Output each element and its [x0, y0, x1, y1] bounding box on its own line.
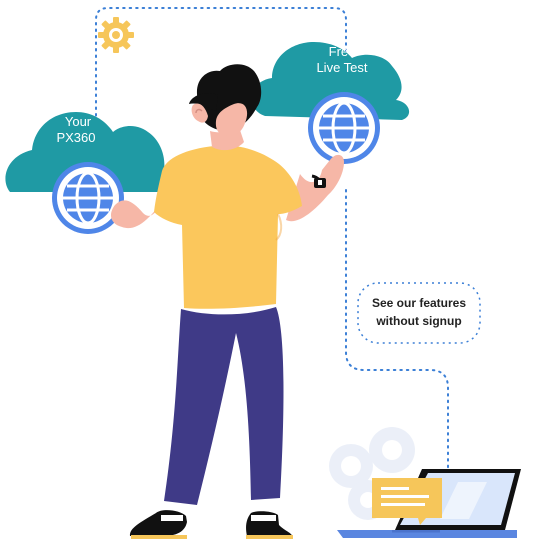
cloud-right-text-line1: Free [329, 44, 356, 59]
chat-bubble-icon [372, 478, 442, 525]
cloud-left: Your PX360 [5, 112, 173, 192]
gear-icon [98, 17, 134, 53]
features-note-line1: See our features [372, 296, 466, 310]
features-note-line2: without signup [375, 314, 461, 328]
cloud-right-text-line2: Live Test [316, 60, 367, 75]
gear-icon [369, 427, 415, 473]
globe-icon [308, 92, 380, 164]
dotted-connector-path [95, 7, 449, 471]
gear-icon [329, 444, 373, 488]
cloud-left-text-line1: Your [65, 114, 92, 129]
cloud-right: Free Live Test [251, 42, 410, 120]
features-note: See our features without signup [357, 282, 481, 344]
person-illustration [110, 64, 344, 539]
cloud-left-text-line2: PX360 [56, 130, 95, 145]
globe-icon [52, 162, 124, 234]
